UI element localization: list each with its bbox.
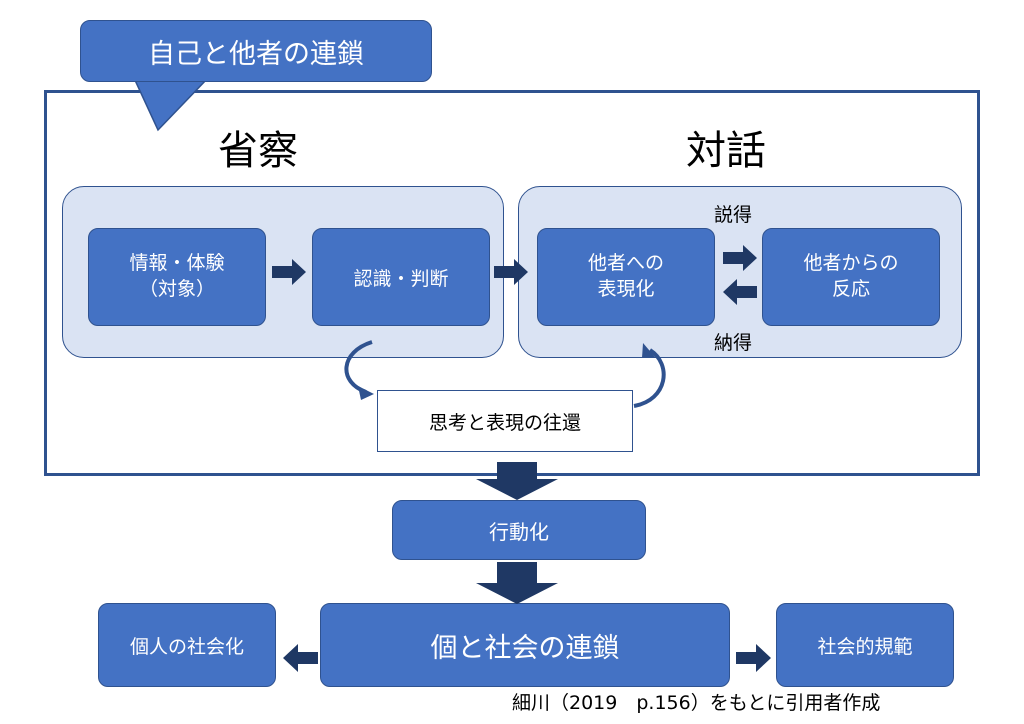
individual-society-box: 個と社会の連鎖 — [320, 603, 730, 687]
expression-label-line1: 他者への — [587, 252, 664, 275]
consent-label: 納得 — [714, 332, 753, 354]
reaction-label-line1: 他者からの — [803, 252, 899, 275]
recognition-box: 認識・判断 — [312, 228, 490, 326]
heading-dialogue: 対話 — [686, 128, 766, 174]
reaction-box: 他者からの 反応 — [762, 228, 940, 326]
arrow-persuasion — [723, 245, 757, 271]
arrow-to-social-norms — [736, 644, 771, 672]
arrow-recognition-to-expression — [494, 259, 528, 285]
callout-bubble: 自己と他者の連鎖 — [80, 20, 432, 82]
arrow-down-to-action — [476, 462, 558, 500]
action-box: 行動化 — [392, 500, 646, 560]
reaction-label-line2: 反応 — [831, 278, 870, 300]
arrow-info-to-recognition — [272, 259, 306, 285]
expression-box: 他者への 表現化 — [537, 228, 715, 326]
persuasion-label: 説得 — [714, 204, 753, 226]
info-experience-label: 情報・体験 — [129, 252, 225, 275]
curve-arrow-left — [344, 340, 373, 394]
arrow-to-socialization — [283, 644, 318, 672]
callout-label: 自己と他者の連鎖 — [148, 38, 364, 70]
social-norms-label: 社会的規範 — [817, 635, 913, 658]
citation: 細川（2019 p.156）をもとに引用者作成 — [512, 692, 881, 714]
social-norms-box: 社会的規範 — [776, 603, 954, 687]
socialization-label: 個人の社会化 — [129, 635, 244, 658]
arrow-down-to-bottom — [476, 562, 558, 604]
info-experience-sublabel: （対象） — [138, 278, 215, 300]
recognition-label: 認識・判断 — [353, 267, 449, 290]
individual-society-label: 個と社会の連鎖 — [430, 632, 620, 664]
heading-reflection: 省察 — [218, 128, 298, 174]
expression-label-line2: 表現化 — [597, 278, 655, 300]
arrow-consent — [723, 279, 757, 305]
loop-box-label: 思考と表現の往還 — [428, 411, 581, 434]
action-label: 行動化 — [489, 519, 549, 544]
thought-expression-loop-box: 思考と表現の往還 — [377, 390, 633, 452]
info-experience-box: 情報・体験 （対象） — [88, 228, 266, 326]
socialization-box: 個人の社会化 — [98, 603, 276, 687]
curve-arrow-right — [633, 348, 666, 408]
